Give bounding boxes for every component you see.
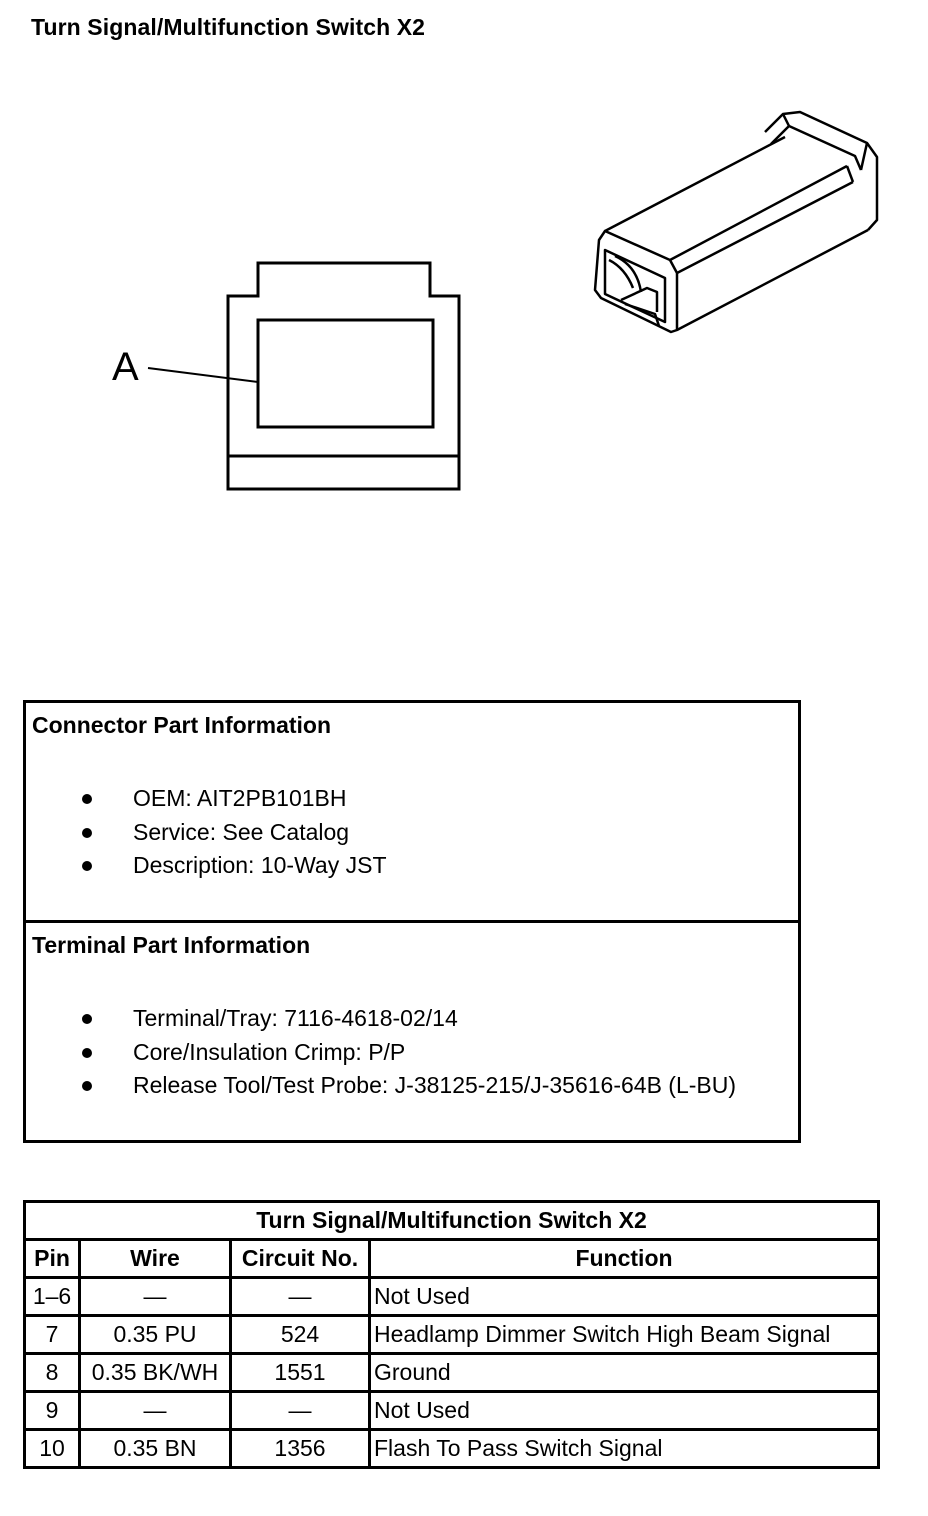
connector-outline bbox=[226, 261, 461, 491]
pin-cell: 1–6 bbox=[23, 1276, 81, 1317]
callout-label-a: A bbox=[112, 345, 139, 389]
connector-face-diagram: A bbox=[112, 261, 461, 491]
side-edge bbox=[676, 180, 854, 275]
opening-detail-2 bbox=[614, 254, 643, 293]
terminal-info-heading: Terminal Part Information bbox=[32, 932, 311, 958]
connector-info-heading: Connector Part Information bbox=[32, 712, 332, 738]
pin-cell: 8 bbox=[23, 1352, 81, 1393]
rear-latch-side bbox=[859, 142, 869, 171]
table-row: 1–6 — — Not Used bbox=[23, 1276, 880, 1317]
connector-part-info-section: Connector Part Information OEM: AIT2PB10… bbox=[26, 703, 798, 923]
rear-latch-edge bbox=[781, 113, 791, 127]
column-header-wire: Wire bbox=[78, 1238, 232, 1279]
circuit-cell: 1356 bbox=[229, 1428, 371, 1469]
function-cell: Not Used bbox=[368, 1390, 880, 1431]
bullet-icon bbox=[82, 827, 92, 838]
table-row: 7 0.35 PU 524 Headlamp Dimmer Switch Hig… bbox=[23, 1314, 880, 1355]
bullet-icon bbox=[82, 1047, 92, 1058]
latch-detail-2 bbox=[624, 302, 661, 327]
pin-cell: 7 bbox=[23, 1314, 81, 1355]
function-cell: Headlamp Dimmer Switch High Beam Signal bbox=[368, 1314, 880, 1355]
part-information-box: Connector Part Information OEM: AIT2PB10… bbox=[23, 700, 801, 1143]
wire-cell: — bbox=[78, 1390, 232, 1431]
rear-latch-top bbox=[770, 124, 863, 171]
rear-latch-corner bbox=[845, 165, 855, 183]
top-edge bbox=[604, 135, 786, 233]
wire-cell: — bbox=[78, 1276, 232, 1317]
column-header-circuit: Circuit No. bbox=[229, 1238, 371, 1279]
function-cell: Not Used bbox=[368, 1276, 880, 1317]
page-title: Turn Signal/Multifunction Switch X2 bbox=[31, 14, 426, 40]
table-caption-row: Turn Signal/Multifunction Switch X2 bbox=[23, 1200, 880, 1241]
function-cell: Ground bbox=[368, 1352, 880, 1393]
column-header-function: Function bbox=[368, 1238, 880, 1279]
pin-table: Turn Signal/Multifunction Switch X2 Pin … bbox=[23, 1200, 880, 1469]
terminal-part-info-section: Terminal Part Information Terminal/Tray:… bbox=[32, 932, 737, 1098]
function-cell: Flash To Pass Switch Signal bbox=[368, 1428, 880, 1469]
pin-cell: 10 bbox=[23, 1428, 81, 1469]
bullet-icon bbox=[82, 794, 92, 804]
column-header-pin: Pin bbox=[23, 1238, 81, 1279]
table-row: 8 0.35 BK/WH 1551 Ground bbox=[23, 1352, 880, 1393]
table-row: 9 — — Not Used bbox=[23, 1390, 880, 1431]
circuit-cell: — bbox=[229, 1276, 371, 1317]
table-caption: Turn Signal/Multifunction Switch X2 bbox=[23, 1200, 880, 1241]
pin-cell: 9 bbox=[23, 1390, 81, 1431]
front-opening bbox=[603, 248, 667, 324]
table-header-row: Pin Wire Circuit No. Function bbox=[23, 1238, 880, 1279]
circuit-cell: 1551 bbox=[229, 1352, 371, 1393]
bullet-icon bbox=[82, 1081, 92, 1091]
top-edge-front bbox=[669, 164, 848, 262]
latch-detail bbox=[620, 286, 659, 312]
opening-detail-1 bbox=[608, 258, 635, 289]
wire-cell: 0.35 BK/WH bbox=[78, 1352, 232, 1393]
wire-cell: 0.35 PU bbox=[78, 1314, 232, 1355]
table-row: 10 0.35 BN 1356 Flash To Pass Switch Sig… bbox=[23, 1428, 880, 1469]
wire-cell: 0.35 BN bbox=[78, 1428, 232, 1469]
rear-housing bbox=[764, 110, 879, 231]
circuit-cell: — bbox=[229, 1390, 371, 1431]
bullet-icon bbox=[82, 861, 92, 871]
callout-leader bbox=[147, 367, 259, 383]
connector-isometric-diagram bbox=[593, 110, 879, 334]
bullet-icon bbox=[82, 1014, 92, 1024]
bottom-edge bbox=[676, 228, 869, 332]
cavity-area bbox=[256, 318, 435, 429]
circuit-cell: 524 bbox=[229, 1314, 371, 1355]
